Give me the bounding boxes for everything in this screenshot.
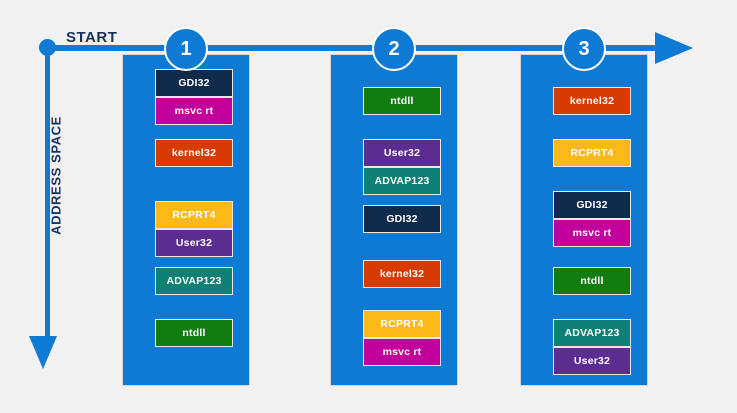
address-space-axis-line xyxy=(45,46,50,340)
step-badge-1[interactable]: 1 xyxy=(164,27,208,71)
address-space-axis-label: ADDRESS SPACE xyxy=(48,116,64,235)
step-badge-3[interactable]: 3 xyxy=(562,27,606,71)
module-block[interactable]: kernel32 xyxy=(553,87,631,115)
module-block[interactable]: GDI32 xyxy=(155,69,233,97)
module-block[interactable]: kernel32 xyxy=(363,260,441,288)
module-block[interactable]: User32 xyxy=(155,229,233,257)
module-block[interactable]: User32 xyxy=(363,139,441,167)
timeline-arrow-icon xyxy=(655,32,693,64)
module-block[interactable]: msvc rt xyxy=(363,338,441,366)
module-block[interactable]: msvc rt xyxy=(155,97,233,125)
module-block[interactable]: GDI32 xyxy=(553,191,631,219)
timeline-bar xyxy=(50,45,670,51)
module-block[interactable]: kernel32 xyxy=(155,139,233,167)
module-block[interactable]: ntdll xyxy=(155,319,233,347)
module-block[interactable]: User32 xyxy=(553,347,631,375)
module-block[interactable]: RCPRT4 xyxy=(363,310,441,338)
module-block[interactable]: ntdll xyxy=(363,87,441,115)
module-block[interactable]: ntdll xyxy=(553,267,631,295)
module-block[interactable]: GDI32 xyxy=(363,205,441,233)
module-block[interactable]: msvc rt xyxy=(553,219,631,247)
module-block[interactable]: ADVAP123 xyxy=(363,167,441,195)
start-label: START xyxy=(66,29,118,46)
step-badge-2[interactable]: 2 xyxy=(372,27,416,71)
module-block[interactable]: ADVAP123 xyxy=(553,319,631,347)
module-block[interactable]: ADVAP123 xyxy=(155,267,233,295)
module-block[interactable]: RCPRT4 xyxy=(155,201,233,229)
address-space-arrow-icon xyxy=(29,336,57,369)
module-block[interactable]: RCPRT4 xyxy=(553,139,631,167)
